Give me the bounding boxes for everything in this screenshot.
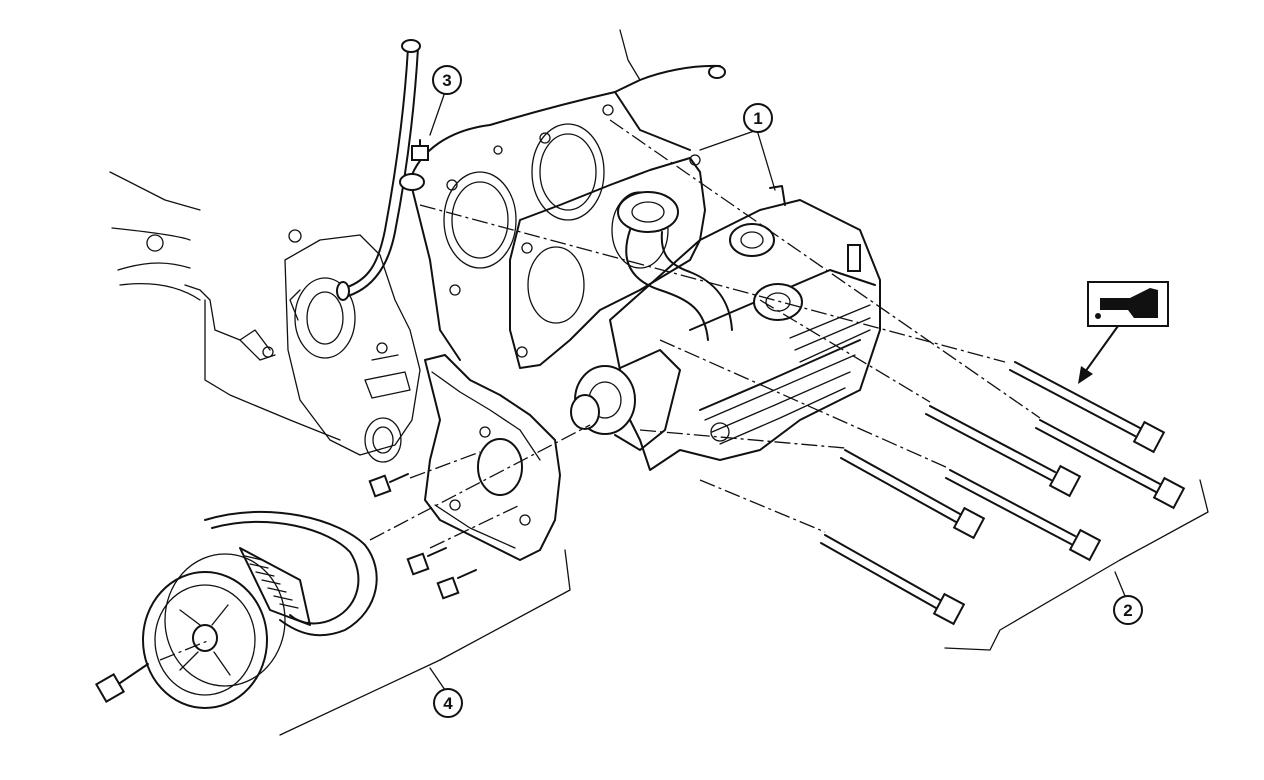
- cover-bolts: [94, 139, 477, 704]
- head-bolt: [925, 405, 1082, 498]
- svg-text:4: 4: [443, 694, 453, 713]
- callout-4: 4: [433, 688, 463, 718]
- cover-bolt: [406, 547, 447, 576]
- oil-can-icon: [1100, 288, 1158, 318]
- head-bolt: [820, 534, 966, 626]
- svg-text:2: 2: [1123, 601, 1132, 620]
- engine-block: [109, 39, 421, 463]
- dipstick-bolt: [399, 139, 429, 191]
- sprocket-bolt: [94, 663, 149, 704]
- svg-text:3: 3: [442, 71, 451, 90]
- cylinder-block-face: [409, 29, 726, 361]
- callout-3: 3: [432, 65, 462, 95]
- head-bolt: [1009, 361, 1166, 454]
- cylinder-head: [570, 185, 881, 471]
- camshaft-sprocket: [142, 553, 286, 709]
- callout-1: 1: [743, 103, 773, 133]
- cover-bolt: [368, 473, 409, 498]
- timing-belt: [204, 510, 378, 637]
- head-bolt: [945, 469, 1102, 562]
- cover-bolt: [436, 569, 477, 600]
- head-bolts: [820, 361, 1186, 626]
- callout-leaders: [279, 91, 1209, 736]
- svg-text:1: 1: [753, 109, 762, 128]
- callout-2: 2: [1113, 595, 1143, 625]
- assembly-guide-lines: [159, 119, 1041, 661]
- oil-application-symbol: [1078, 281, 1169, 384]
- head-bolt: [1035, 419, 1186, 510]
- head-bolt: [840, 449, 986, 540]
- timing-belt-cover: [424, 354, 561, 561]
